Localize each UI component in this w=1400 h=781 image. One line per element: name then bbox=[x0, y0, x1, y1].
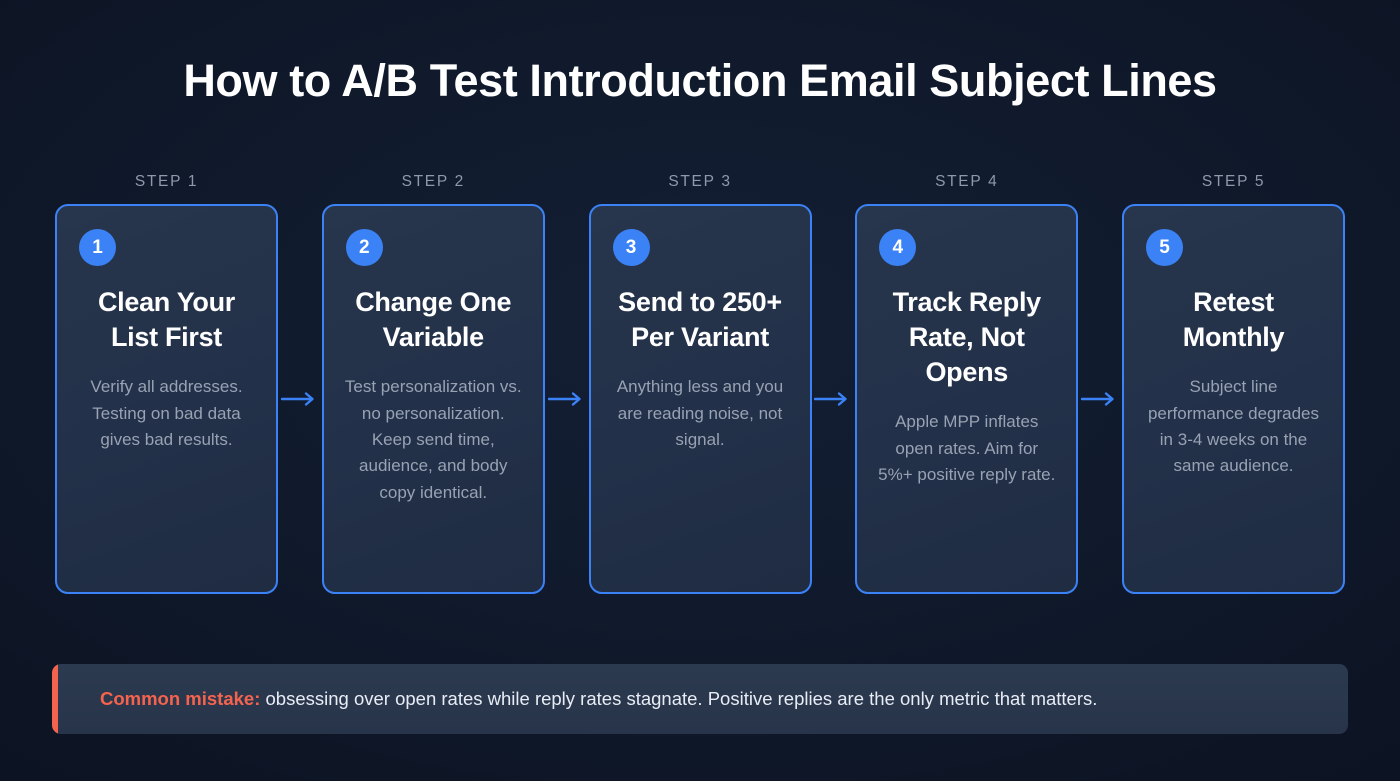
callout-accent-bar bbox=[52, 664, 58, 734]
step-label-5: STEP 5 bbox=[1201, 173, 1266, 190]
step-heading-3: Send to 250+ Per Variant bbox=[618, 287, 782, 353]
step-label-4: STEP 4 bbox=[935, 173, 999, 190]
step-card-5[interactable]: 5 Retest Monthly Subject line performanc… bbox=[1122, 204, 1345, 594]
page-title: How to A/B Test Introduction Email Subje… bbox=[183, 55, 1217, 106]
step-description-5: Subject line performance degrades in 3-4… bbox=[1147, 377, 1320, 476]
step-label-2: STEP 2 bbox=[401, 173, 465, 190]
callout-label: Common mistake: bbox=[100, 687, 261, 709]
step-heading-1: Clean Your List First bbox=[97, 287, 236, 353]
arrow-right-icon bbox=[1081, 392, 1114, 406]
step-column-3: STEP 3 3 Send to 250+ Per Variant Anythi… bbox=[588, 172, 812, 594]
arrow-connector-4 bbox=[1078, 204, 1122, 594]
arrow-right-icon bbox=[547, 392, 581, 406]
step-number-badge-4: 4 bbox=[879, 229, 917, 266]
step-description-2: Test personalization vs. no personalizat… bbox=[344, 377, 522, 502]
step-column-5: STEP 5 5 Retest Monthly Subject line per… bbox=[1122, 172, 1345, 594]
callout-text: Common mistake: obsessing over open rate… bbox=[52, 687, 1125, 712]
common-mistake-callout: Common mistake: obsessing over open rate… bbox=[52, 664, 1348, 734]
step-card-1[interactable]: 1 Clean Your List First Verify all addre… bbox=[55, 204, 278, 594]
step-heading-4: Track Reply Rate, Not Opens bbox=[892, 287, 1042, 388]
step-number-badge-2: 2 bbox=[345, 229, 383, 266]
step-description-1: Verify all addresses. Testing on bad dat… bbox=[90, 377, 243, 449]
arrow-right-icon bbox=[280, 392, 314, 406]
step-label-3: STEP 3 bbox=[668, 173, 732, 190]
step-number-badge-3: 3 bbox=[612, 229, 650, 266]
step-heading-5: Retest Monthly bbox=[1182, 287, 1285, 353]
step-column-1: STEP 1 1 Clean Your List First Verify al… bbox=[55, 172, 278, 594]
step-card-2[interactable]: 2 Change One Variable Test personalizati… bbox=[321, 204, 545, 594]
step-card-3[interactable]: 3 Send to 250+ Per Variant Anything less… bbox=[588, 204, 812, 594]
step-column-4: STEP 4 4 Track Reply Rate, Not Opens App… bbox=[855, 172, 1079, 594]
arrow-connector-1 bbox=[278, 204, 322, 594]
step-column-2: STEP 2 2 Change One Variable Test person… bbox=[321, 172, 545, 594]
arrow-connector-3 bbox=[812, 204, 856, 594]
arrow-connector-2 bbox=[545, 204, 589, 594]
step-label-1: STEP 1 bbox=[134, 173, 199, 190]
arrow-right-icon bbox=[814, 392, 848, 406]
step-description-3: Anything less and you are reading noise,… bbox=[616, 377, 784, 449]
steps-row: STEP 1 1 Clean Your List First Verify al… bbox=[55, 172, 1345, 594]
step-heading-2: Change One Variable bbox=[355, 287, 512, 353]
step-number-badge-5: 5 bbox=[1146, 229, 1183, 266]
callout-body: obsessing over open rates while reply ra… bbox=[260, 687, 1098, 709]
step-card-4[interactable]: 4 Track Reply Rate, Not Opens Apple MPP … bbox=[855, 204, 1079, 594]
step-description-4: Apple MPP inflates open rates. Aim for 5… bbox=[878, 412, 1056, 484]
step-number-badge-1: 1 bbox=[79, 229, 116, 266]
